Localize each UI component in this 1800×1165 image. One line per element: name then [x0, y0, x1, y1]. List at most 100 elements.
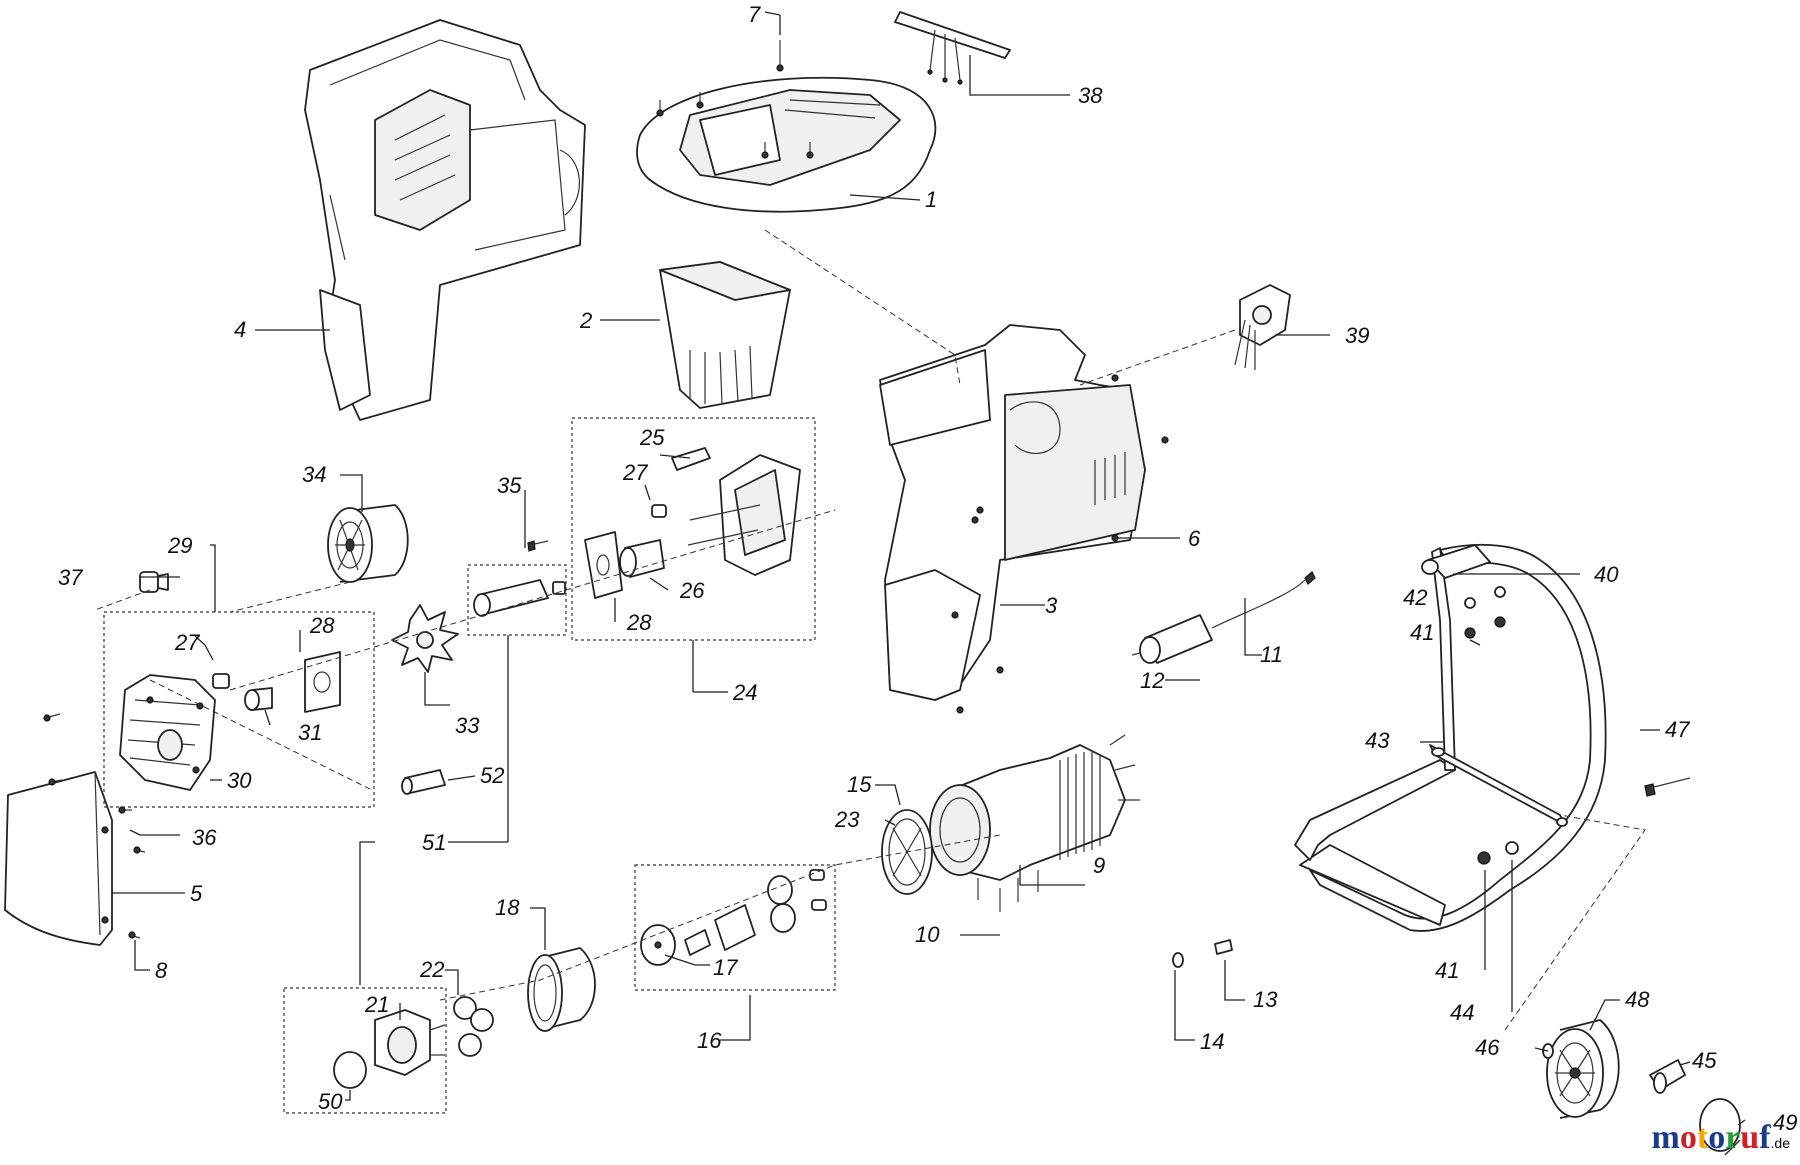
watermark-letter: t — [1696, 1119, 1709, 1156]
part-48-wheel — [1546, 1019, 1620, 1119]
part-41-44-axle-nut — [1477, 841, 1519, 865]
part-1-top-cover — [636, 76, 937, 213]
part-49-hubcap — [1699, 1098, 1741, 1152]
part-33-star-rotor — [391, 604, 459, 673]
assembly-line-shaft — [229, 509, 836, 691]
callout-8: 8 — [155, 958, 168, 983]
callout-7: 7 — [748, 2, 761, 27]
screws-part-6 — [951, 374, 1169, 714]
part-17-gear-set — [640, 869, 827, 966]
part-24-cutter-housing — [687, 454, 801, 576]
part-39-switch — [1234, 284, 1291, 370]
screws-part-7 — [656, 40, 814, 159]
callout-45: 45 — [1692, 1048, 1717, 1073]
callout-34: 34 — [302, 462, 326, 487]
screws-part-36-8 — [43, 713, 146, 939]
assembly-line-drive — [439, 834, 1001, 1001]
assembly-line-fan — [94, 581, 351, 613]
screws-part-10 — [977, 870, 1039, 912]
callout-6: 6 — [1188, 526, 1201, 551]
callout-11: 11 — [1260, 642, 1283, 667]
callout-29: 29 — [167, 533, 192, 558]
callout-14: 14 — [1200, 1029, 1224, 1054]
part-22-planet-gears — [453, 996, 494, 1057]
watermark-letter: u — [1740, 1119, 1760, 1156]
callout-18: 18 — [495, 895, 520, 920]
callout-43: 43 — [1365, 728, 1390, 753]
part-27-pin — [212, 673, 230, 689]
callout-12: 12 — [1140, 668, 1164, 693]
callout-37: 37 — [58, 565, 83, 590]
part-50-o-ring — [333, 1051, 367, 1089]
callout-38: 38 — [1078, 83, 1103, 108]
callout-42: 42 — [1403, 585, 1427, 610]
callout-10: 10 — [915, 922, 940, 947]
part-2-hopper-insert — [659, 261, 791, 409]
callout-21: 21 — [364, 992, 389, 1017]
part-14-washer — [1172, 952, 1184, 968]
watermark-letter: o — [1679, 1119, 1697, 1156]
watermark-brand: motoruf — [1652, 1119, 1771, 1156]
watermark-letter: o — [1708, 1119, 1726, 1156]
part-34-fan-wheel — [327, 504, 409, 583]
watermark-letter: r — [1725, 1119, 1741, 1156]
callout-2: 2 — [579, 308, 592, 333]
assembly-line-wheel — [1504, 814, 1646, 1031]
watermark-suffix: .de — [1770, 1135, 1790, 1151]
part-28-gasket — [304, 651, 341, 713]
callout-36: 36 — [192, 825, 217, 850]
part-37-knob — [139, 571, 169, 593]
callout-49: 49 — [1773, 1110, 1797, 1135]
parts-41-42-nuts — [1464, 586, 1506, 639]
part-40-frame — [1294, 543, 1607, 932]
callout-50: 50 — [318, 1089, 343, 1114]
callout-41-lower: 41 — [1435, 958, 1459, 983]
part-9-motor — [929, 734, 1140, 881]
callout-44: 44 — [1450, 1000, 1474, 1025]
part-12-capacitor — [1131, 614, 1213, 664]
callout-16: 16 — [697, 1028, 722, 1053]
callout-48: 48 — [1625, 987, 1650, 1012]
part-11-cable — [1211, 571, 1316, 629]
part-18-ring-gear — [527, 947, 596, 1032]
part-47-bolt — [1644, 777, 1691, 797]
assembly-line-cover — [764, 229, 961, 386]
assembly-box-21 — [283, 987, 447, 1114]
part-4-upper-housing — [304, 19, 586, 421]
watermark-letter: f — [1759, 1119, 1771, 1156]
callout-24: 24 — [732, 680, 757, 705]
callout-25: 25 — [639, 425, 665, 450]
part-45-axle — [1649, 1059, 1686, 1094]
callout-26: 26 — [679, 578, 705, 603]
callout-33: 33 — [455, 713, 480, 738]
assembly-box-24 — [571, 417, 816, 641]
callout-51: 51 — [422, 830, 446, 855]
callout-9: 9 — [1093, 853, 1105, 878]
callout-3: 3 — [1045, 593, 1058, 618]
watermark-letter: m — [1651, 1119, 1680, 1156]
callout-52: 52 — [480, 763, 504, 788]
callout-27-upper: 27 — [622, 460, 648, 485]
callout-30: 30 — [227, 768, 252, 793]
part-21-carrier — [374, 1009, 446, 1076]
part-30-gear-cover — [119, 674, 216, 791]
callout-40: 40 — [1594, 562, 1619, 587]
callout-46: 46 — [1475, 1035, 1500, 1060]
callout-1: 1 — [925, 187, 937, 212]
leader-lines — [112, 11, 1746, 1156]
assembly-line-switch — [1079, 329, 1236, 386]
callout-22: 22 — [419, 957, 444, 982]
part-13-screw — [1214, 939, 1233, 955]
part-28-plate — [584, 531, 623, 599]
part-52-roller — [401, 769, 446, 795]
callout-17: 17 — [713, 955, 738, 980]
callout-31: 31 — [298, 720, 322, 745]
callout-28-upper: 28 — [626, 610, 652, 635]
part-38-switch — [894, 11, 1011, 85]
motoruf-watermark: motoruf.de — [1652, 1119, 1790, 1157]
callout-13: 13 — [1253, 987, 1278, 1012]
part-51-shaft — [473, 579, 566, 617]
assembly-box-29 — [103, 611, 375, 808]
callout-41-upper: 41 — [1410, 620, 1434, 645]
